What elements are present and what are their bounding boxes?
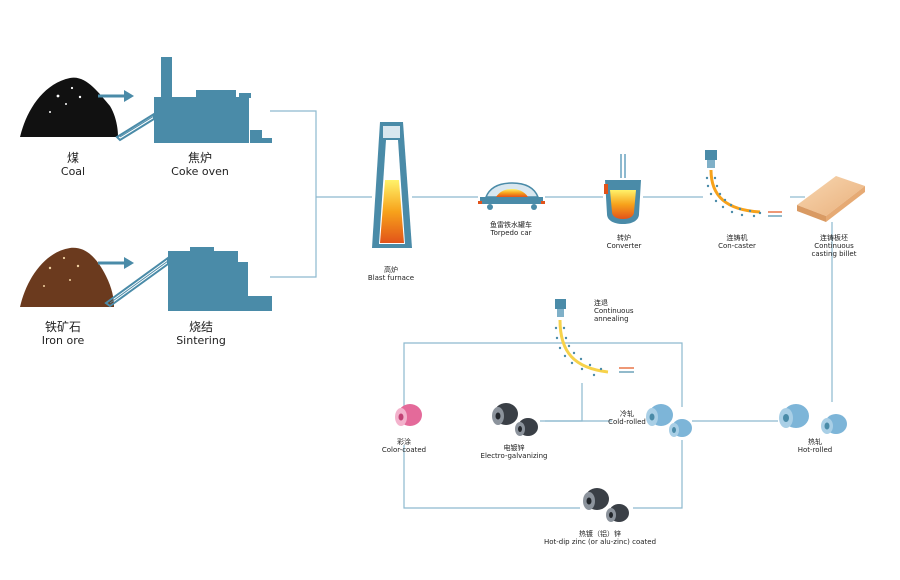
galv-to-annealing-line: [545, 383, 583, 422]
torpedo-car-label: 鱼雷铁水罐车 Torpedo car: [490, 221, 532, 237]
factory-icon: [115, 57, 272, 143]
color-coated-label: 彩涂 Color-coated: [382, 438, 426, 454]
coke-oven-connector: [270, 110, 317, 197]
converter-label-en: Converter: [606, 242, 642, 251]
torpedo-car-label-zh: 鱼雷铁水罐车: [490, 221, 532, 229]
coil-icon: [583, 488, 629, 522]
sintering-label-en: Sintering: [176, 333, 226, 347]
hot-rolled-label: 热轧 Hot-rolled: [798, 438, 832, 454]
annealing-label: 连退 Continuous annealing: [594, 299, 646, 323]
iron-ore-label-zh: 铁矿石: [44, 320, 82, 334]
annealing-label-en: Continuous annealing: [594, 307, 634, 324]
ore-pile-icon: [20, 247, 114, 307]
coil-icon: [395, 404, 422, 426]
blast-furnace-label-zh: 高炉: [383, 266, 398, 274]
coal-label-zh: 煤: [66, 151, 79, 165]
iron-ore-label-en: Iron ore: [41, 333, 85, 347]
billet-label-zh: 连铸板坯: [820, 234, 848, 242]
arrow-right-icon: [98, 90, 134, 102]
cold-rolled-label-en: Cold-rolled: [608, 418, 646, 427]
sintering-connector: [270, 197, 317, 278]
hot-dip-label-zh: 热镀（铝）锌: [579, 530, 621, 538]
billet-icon: [797, 176, 865, 222]
color-coated-label-zh: 彩涂: [397, 438, 411, 446]
electro-galv-label-zh: 电镀锌: [503, 444, 525, 452]
iron-ore-label: 铁矿石 Iron ore: [41, 320, 85, 347]
hotdip-right-line: [633, 440, 683, 509]
coke-oven-label-en: Coke oven: [171, 164, 229, 178]
con-caster-label-en: Con-caster: [718, 242, 756, 251]
blast-furnace-label: 高炉 Blast furnace: [368, 266, 414, 282]
coke-oven-label-zh: 焦炉: [187, 151, 213, 165]
sintering-label: 烧结 Sintering: [176, 320, 226, 347]
cold-rolled-label-zh: 冷轧: [619, 410, 634, 418]
caster-icon: [705, 150, 782, 218]
billet-label-en: Continuous casting billet: [811, 242, 857, 259]
hot-rolled-label-zh: 热轧: [808, 438, 822, 446]
torpedo-car-icon: [478, 182, 545, 210]
color-coated-label-en: Color-coated: [381, 446, 427, 455]
coal-label: 煤 Coal: [60, 151, 86, 178]
coil-icon: [646, 404, 692, 437]
converter-label-zh: 转炉: [617, 234, 631, 242]
con-caster-label-zh: 连铸机: [726, 234, 748, 242]
converter-label: 转炉 Converter: [607, 234, 642, 250]
furnace-icon: [372, 122, 412, 248]
coal-label-en: Coal: [60, 164, 86, 178]
electro-galv-label-en: Electro-galvanizing: [480, 452, 548, 461]
coke-oven-label: 焦炉 Coke oven: [171, 151, 229, 178]
hot-dip-label: 热镀（铝）锌 Hot-dip zinc (or alu-zinc) coated: [544, 530, 656, 546]
torpedo-car-label-en: Torpedo car: [490, 229, 532, 238]
annealing-label-zh: 连退: [594, 299, 608, 307]
con-caster-label: 连铸机 Con-caster: [718, 234, 756, 250]
blast-furnace-label-en: Blast furnace: [367, 274, 415, 283]
annealing-loop-line: [403, 342, 683, 407]
flow-lines: [270, 110, 833, 509]
factory-icon: [104, 247, 272, 311]
hotdip-loop-line: [403, 445, 580, 509]
arrow-right-icon: [98, 257, 134, 269]
coil-icon: [779, 404, 847, 434]
cold-rolled-label: 冷轧 Cold-rolled: [608, 410, 646, 426]
annealing-line-icon: [554, 299, 634, 377]
sintering-label-zh: 烧结: [188, 320, 213, 334]
electro-galv-label: 电镀锌 Electro-galvanizing: [481, 444, 548, 460]
coil-icon: [492, 403, 538, 436]
billet-label: 连铸板坯 Continuous casting billet: [806, 234, 862, 258]
hot-rolled-label-en: Hot-rolled: [797, 446, 833, 455]
hot-dip-label-en: Hot-dip zinc (or alu-zinc) coated: [543, 538, 657, 547]
coal-pile-icon: [20, 77, 118, 137]
converter-icon: [604, 154, 641, 224]
